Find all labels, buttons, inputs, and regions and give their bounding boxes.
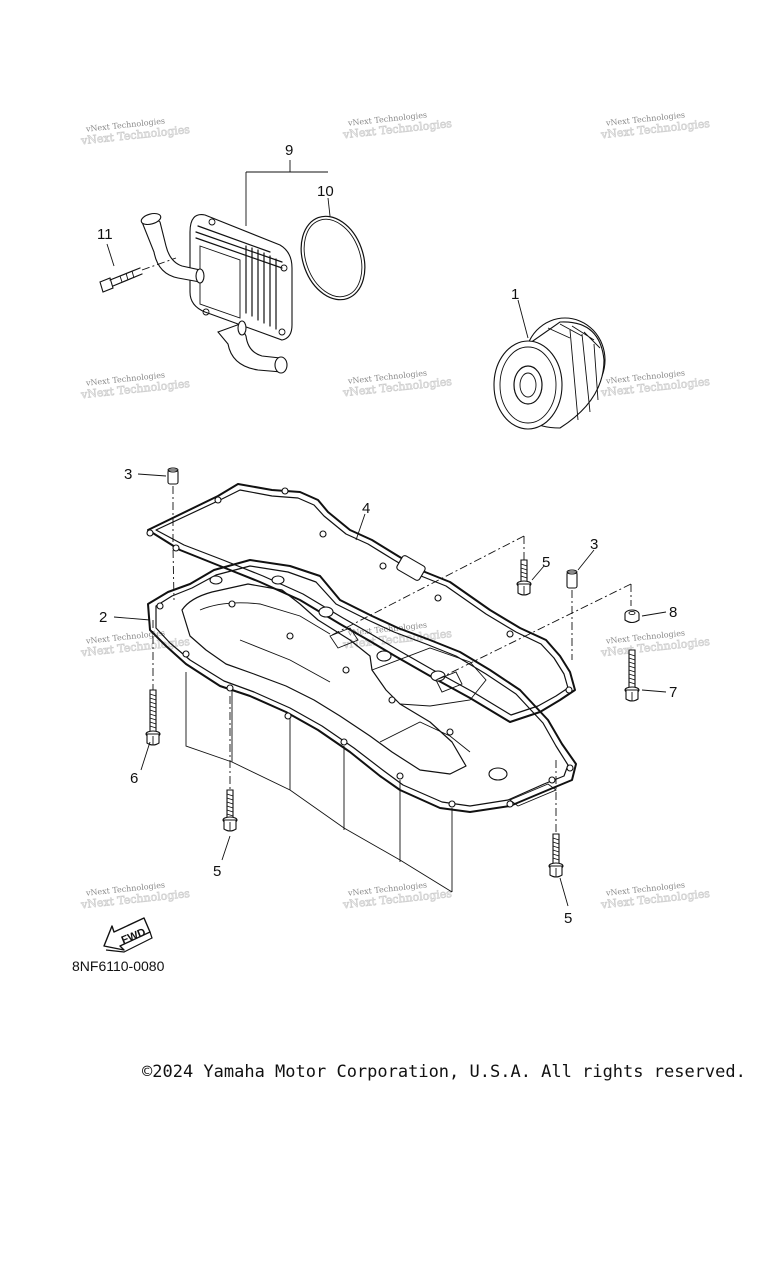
callout-7: 7 — [669, 684, 677, 701]
bolt-5-top — [516, 559, 532, 596]
oil-pan — [147, 559, 577, 893]
callout-5a: 5 — [542, 554, 550, 571]
leader-lines — [106, 160, 667, 907]
bolt-5-left — [222, 789, 238, 832]
oil-pan-gasket — [146, 483, 576, 723]
callout-5b: 5 — [213, 863, 221, 880]
bolt-5-right — [548, 833, 564, 878]
callout-1: 1 — [511, 286, 519, 303]
bolt-7 — [624, 649, 640, 702]
bolt-set — [145, 559, 640, 878]
callout-8: 8 — [669, 604, 677, 621]
oil-cooler — [140, 212, 293, 374]
bolt-11 — [99, 257, 177, 293]
bolt-6 — [145, 689, 161, 746]
washer-8 — [624, 609, 640, 624]
callout-10: 10 — [317, 183, 334, 200]
diagram-code: 8NF6110-0080 — [72, 958, 165, 974]
copyright-notice: ©2024 Yamaha Motor Corporation, U.S.A. A… — [142, 1062, 746, 1082]
callout-4: 4 — [362, 500, 370, 517]
callouts: 9 10 11 1 3 4 5 3 2 8 7 6 5 5 — [97, 142, 677, 927]
callout-5c: 5 — [564, 910, 572, 927]
callout-6: 6 — [130, 770, 138, 787]
dowel-pin-left — [167, 467, 179, 485]
o-ring — [300, 215, 366, 301]
oil-filter — [493, 317, 606, 430]
dowel-pin-right — [566, 569, 578, 589]
fwd-arrow-icon: FWD — [103, 917, 153, 953]
callout-11: 11 — [97, 226, 113, 243]
callout-3b: 3 — [590, 536, 598, 553]
callout-9: 9 — [285, 142, 293, 159]
center-lines — [152, 486, 632, 834]
callout-2: 2 — [99, 609, 107, 626]
callout-3a: 3 — [124, 466, 132, 483]
